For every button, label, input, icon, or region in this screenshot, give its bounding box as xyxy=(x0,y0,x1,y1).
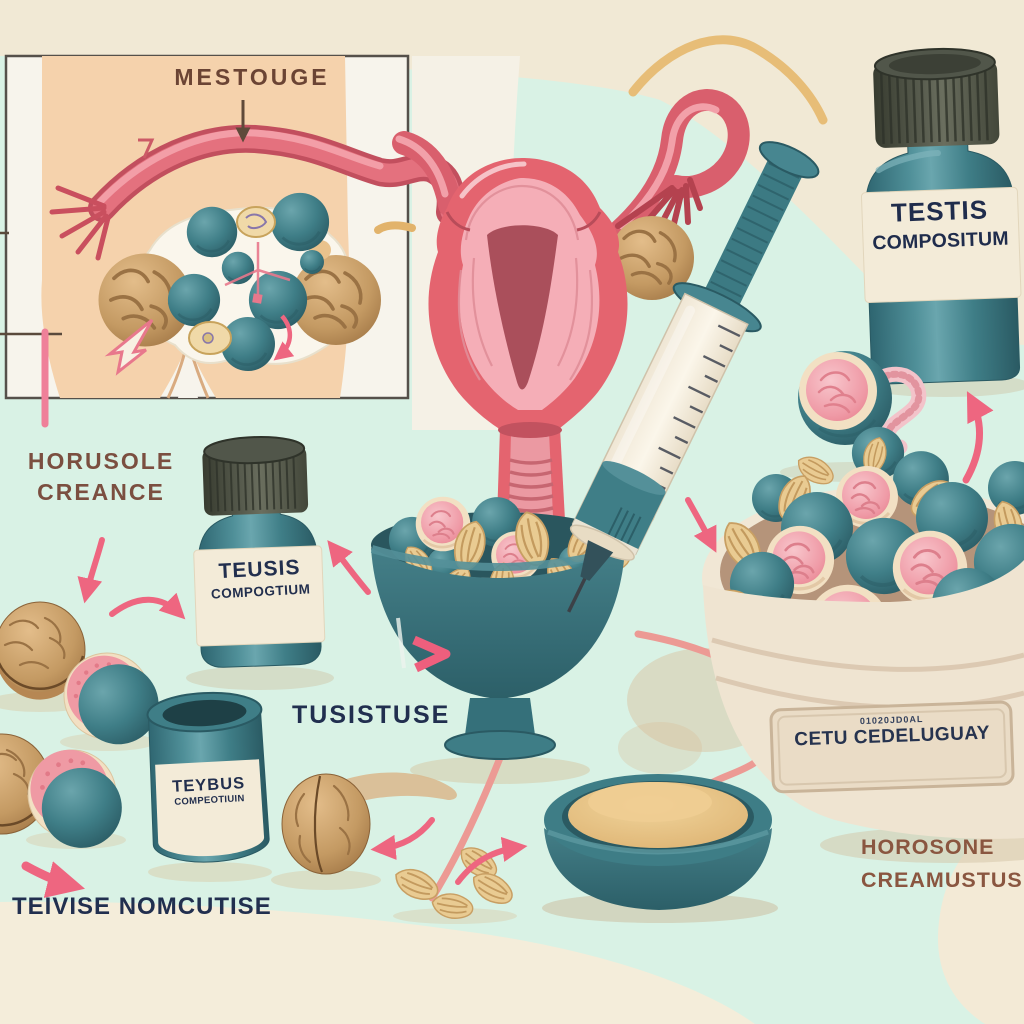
sphere-trio xyxy=(798,351,927,481)
inset-caption: MESTOUGE xyxy=(174,64,330,90)
teusis-bottle xyxy=(193,435,326,668)
right-fallopian-tube xyxy=(607,89,750,243)
walnut-left-top xyxy=(0,601,86,700)
walnut-center xyxy=(281,773,371,875)
inset-fimbriae xyxy=(49,185,111,261)
testis-bottle-label xyxy=(860,186,1022,304)
inset-follicle-cells xyxy=(188,206,276,355)
teybus-jar-label xyxy=(155,759,265,857)
yellow-cord xyxy=(628,35,828,125)
inset-numeral-mark xyxy=(138,138,155,159)
nut-bowl xyxy=(370,493,664,760)
inset-curved-arrow xyxy=(273,314,295,361)
tub-label-plate xyxy=(769,700,1015,794)
capped-sphere-a xyxy=(63,652,159,745)
flow-arrows xyxy=(21,328,994,898)
powder-dish xyxy=(544,774,772,910)
syringe-needle xyxy=(567,577,587,613)
testis-bottle xyxy=(860,47,1022,385)
capped-sphere-b xyxy=(27,749,122,848)
center-annotation: TUSISTUSE xyxy=(292,701,451,729)
syringe xyxy=(567,141,820,613)
teusis-bottle-label xyxy=(193,545,326,647)
teybus-jar xyxy=(146,691,270,863)
inset-outlined-arrow xyxy=(104,318,154,376)
nut-tub xyxy=(702,434,1024,839)
uterus-illustration xyxy=(374,89,750,544)
bowl-chevron-arrow xyxy=(412,635,451,673)
bottom-left-annotation: TEIVISE NOMCUTISE xyxy=(12,893,272,920)
